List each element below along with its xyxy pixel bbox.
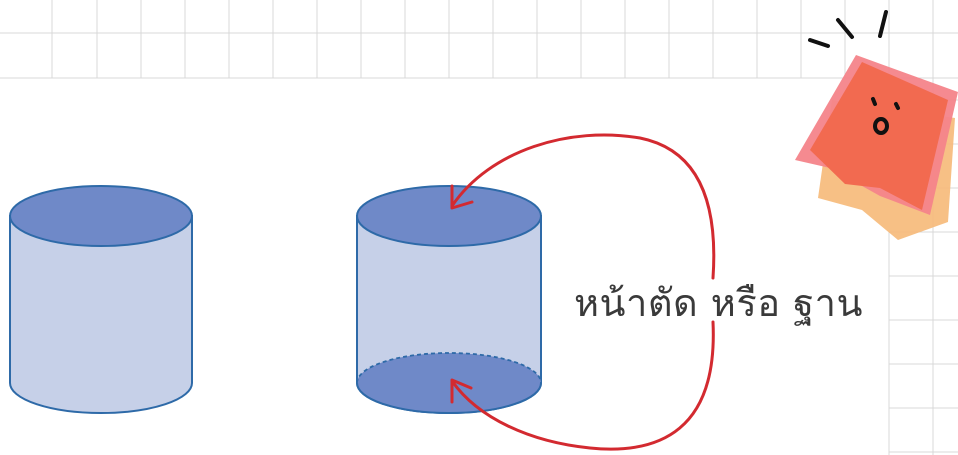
- arrow-to-bottom-face-head: [450, 378, 473, 404]
- cylinder-left: [9, 185, 193, 414]
- sticker-red-layer: [810, 62, 948, 210]
- sticker-face: [808, 10, 900, 135]
- cylinder-right-bottom-front-edge: [356, 382, 542, 414]
- cylinder-left-top-face: [9, 185, 193, 247]
- arrow-to-top-face: [450, 133, 716, 280]
- cylinder-right-top-face: [356, 185, 542, 247]
- cross-section-base-label: หน้าตัด หรือ ฐาน: [574, 281, 863, 325]
- arrow-to-top-face-head: [450, 184, 474, 210]
- arrow-to-bottom-face: [450, 320, 715, 451]
- arrows: [450, 133, 716, 451]
- cylinder-right-bottom-face: [357, 353, 541, 413]
- cylinder-right: [356, 185, 542, 414]
- bookmark-sticker-icon: [795, 10, 958, 240]
- cylinder-right-bottom-hidden-edge: [356, 352, 542, 384]
- cylinder-left-body: [9, 215, 193, 414]
